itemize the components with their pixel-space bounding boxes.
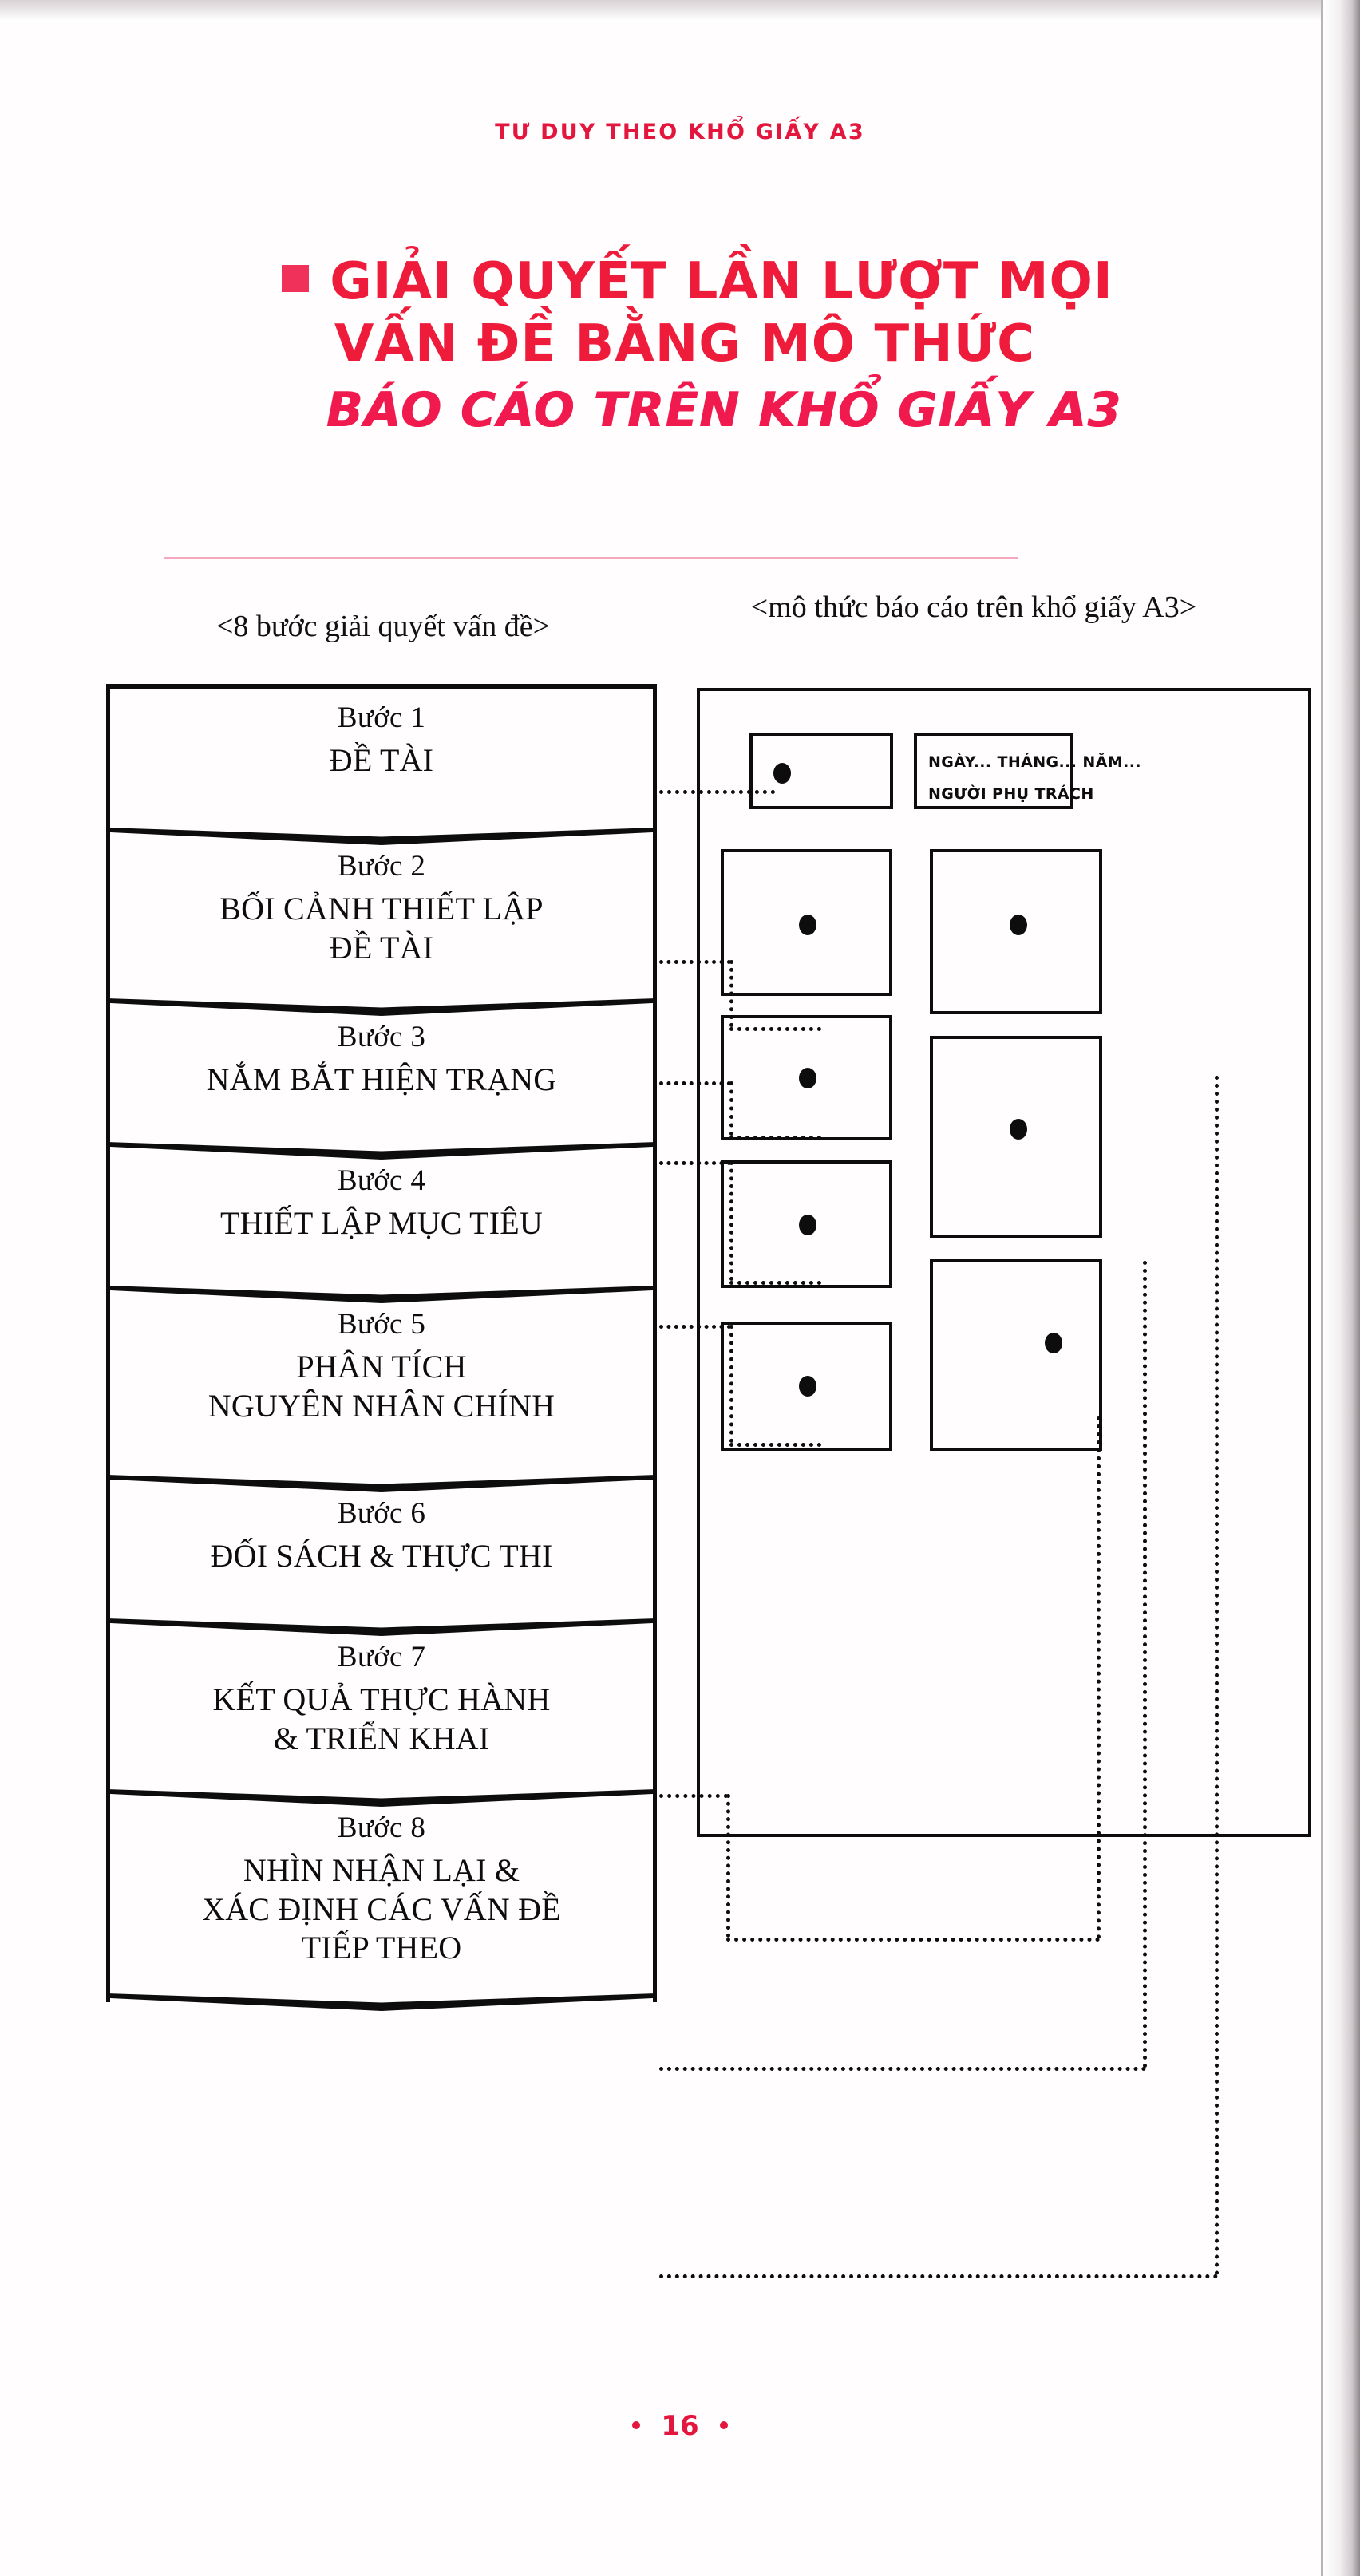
step-title-1: ĐỀ TÀI xyxy=(329,741,434,778)
connector-step7-a xyxy=(659,2067,1146,2071)
connector-step6-a xyxy=(659,1794,728,1798)
a3-panel-right-3[interactable] xyxy=(930,1259,1102,1451)
a3-panel-left-3[interactable] xyxy=(721,1160,892,1288)
connector-step5-a xyxy=(659,1325,731,1329)
connector-step6-d xyxy=(1097,1416,1101,1939)
connector-step3-b xyxy=(729,1081,733,1136)
a3-date-line: NGÀY... THÁNG... NĂM... xyxy=(928,753,1141,771)
a3-panel-left-2[interactable] xyxy=(721,1015,892,1140)
step-title-5: PHÂN TÍCH NGUYÊN NHÂN CHÍNH xyxy=(208,1348,555,1424)
connector-step2-b xyxy=(729,960,733,1027)
page-folio: 16 xyxy=(0,2410,1360,2442)
step-number-1: Bước 1 xyxy=(337,701,426,734)
a3-node-right-1 xyxy=(1010,915,1027,935)
caption-left-steps: <8 bước giải quyết vấn đề> xyxy=(215,610,551,643)
step-title-6: ĐỐI SÁCH & THỰC THI xyxy=(210,1537,553,1574)
title-line-3-highlight: BÁO CÁO TRÊN KHỔ GIẤY A3 xyxy=(326,382,1122,439)
a3-node-right-3 xyxy=(1045,1333,1062,1353)
step-box-1[interactable]: Bước 1 ĐỀ TÀI xyxy=(106,684,657,836)
step-title-7: KẾT QUẢ THỰC HÀNH & TRIỂN KHAI xyxy=(212,1681,551,1756)
connector-step5-b xyxy=(729,1325,733,1443)
step-box-3[interactable]: Bước 3 NẮM BẮT HIỆN TRẠNG xyxy=(106,998,657,1151)
page-number: 16 xyxy=(661,2410,699,2442)
caption-right-template: <mô thức báo cáo trên khổ giấy A3> xyxy=(750,591,1197,624)
a3-panel-date[interactable]: NGÀY... THÁNG... NĂM... NGƯỜI PHỤ TRÁCH xyxy=(914,733,1141,809)
running-head: TƯ DUY THEO KHỔ GIẤY A3 xyxy=(495,120,865,144)
folio-dot-right-icon xyxy=(719,2421,728,2429)
title-divider-rule xyxy=(164,557,1018,559)
step-title-2: BỐI CẢNH THIẾT LẬP ĐỀ TÀI xyxy=(219,890,544,966)
a3-panel-left-4[interactable] xyxy=(721,1322,892,1451)
a3-node-right-2 xyxy=(1010,1119,1027,1140)
step-title-8: NHÌN NHẬN LẠI & XÁC ĐỊNH CÁC VẤN ĐỀ TIẾP… xyxy=(202,1851,561,1966)
a3-node-left-4 xyxy=(799,1376,816,1397)
connector-step2-c xyxy=(729,1027,821,1031)
a3-owner-line: NGƯỜI PHỤ TRÁCH xyxy=(928,785,1094,803)
connector-step5-c xyxy=(729,1443,821,1447)
a3-panel-title[interactable] xyxy=(749,733,893,809)
step-title-4: THIẾT LẬP MỤC TIÊU xyxy=(220,1204,543,1241)
connector-step3-a xyxy=(659,1081,731,1085)
a3-node-left-2 xyxy=(799,1068,816,1088)
step-number-4: Bước 4 xyxy=(337,1164,426,1197)
title-line-1: GIẢI QUYẾT LẦN LƯỢT MỌI xyxy=(0,252,1360,311)
step-number-5: Bước 5 xyxy=(337,1308,426,1341)
step-number-7: Bước 7 xyxy=(337,1641,426,1673)
folio-dot-left-icon xyxy=(632,2421,641,2429)
connector-step4-b xyxy=(729,1161,733,1281)
step-number-8: Bước 8 xyxy=(337,1811,426,1844)
a3-panel-left-1[interactable] xyxy=(721,849,892,996)
step-box-7[interactable]: Bước 7 KẾT QUẢ THỰC HÀNH & TRIỂN KHAI xyxy=(106,1618,657,1798)
connector-step3-c xyxy=(729,1136,821,1140)
connector-step7-b xyxy=(1143,1261,1147,2068)
step-number-6: Bước 6 xyxy=(337,1497,426,1530)
step-title-3: NẮM BẮT HIỆN TRẠNG xyxy=(206,1061,557,1097)
connector-step1 xyxy=(659,790,775,794)
step-number-3: Bước 3 xyxy=(337,1021,426,1053)
step-divider-top-1 xyxy=(106,684,657,689)
step-box-8[interactable]: Bước 8 NHÌN NHẬN LẠI & XÁC ĐỊNH CÁC VẤN … xyxy=(106,1789,657,2011)
a3-node-left-3 xyxy=(799,1215,816,1235)
a3-report-template: NGÀY... THÁNG... NĂM... NGƯỜI PHỤ TRÁCH xyxy=(697,688,1311,1837)
connector-step8-b xyxy=(1215,1076,1219,2276)
connector-step4-c xyxy=(729,1281,821,1285)
step-box-2[interactable]: Bước 2 BỐI CẢNH THIẾT LẬP ĐỀ TÀI xyxy=(106,828,657,1007)
connector-step6-c xyxy=(726,1938,1100,1942)
page-top-shadow xyxy=(0,0,1360,21)
connector-step8-a xyxy=(659,2274,1218,2278)
step-box-4[interactable]: Bước 4 THIẾT LẬP MỤC TIÊU xyxy=(106,1142,657,1294)
step-box-6[interactable]: Bước 6 ĐỐI SÁCH & THỰC THI xyxy=(106,1475,657,1627)
book-spine xyxy=(1323,0,1360,2576)
connector-step2-a xyxy=(659,960,731,964)
title-line-2: VẤN ĐỀ BẰNG MÔ THỨC xyxy=(334,314,1036,373)
step-number-2: Bước 2 xyxy=(337,850,426,883)
page-title: GIẢI QUYẾT LẦN LƯỢT MỌI VẤN ĐỀ BẰNG MÔ T… xyxy=(0,252,1360,439)
connector-step6-b xyxy=(726,1794,730,1938)
connector-step4-a xyxy=(659,1161,731,1165)
red-square-bullet-icon xyxy=(282,265,310,292)
a3-node-left-1 xyxy=(799,915,816,935)
title-line-1-text: GIẢI QUYẾT LẦN LƯỢT MỌI xyxy=(330,252,1113,311)
eight-step-flow: Bước 1 ĐỀ TÀI Bước 2 BỐI CẢNH THIẾT LẬP … xyxy=(106,684,657,2011)
a3-panel-right-1[interactable] xyxy=(930,849,1102,1014)
book-spine-line xyxy=(1321,0,1323,2576)
a3-node-title xyxy=(773,763,791,784)
a3-panel-right-2[interactable] xyxy=(930,1036,1102,1238)
step-box-5[interactable]: Bước 5 PHÂN TÍCH NGUYÊN NHÂN CHÍNH xyxy=(106,1286,657,1484)
